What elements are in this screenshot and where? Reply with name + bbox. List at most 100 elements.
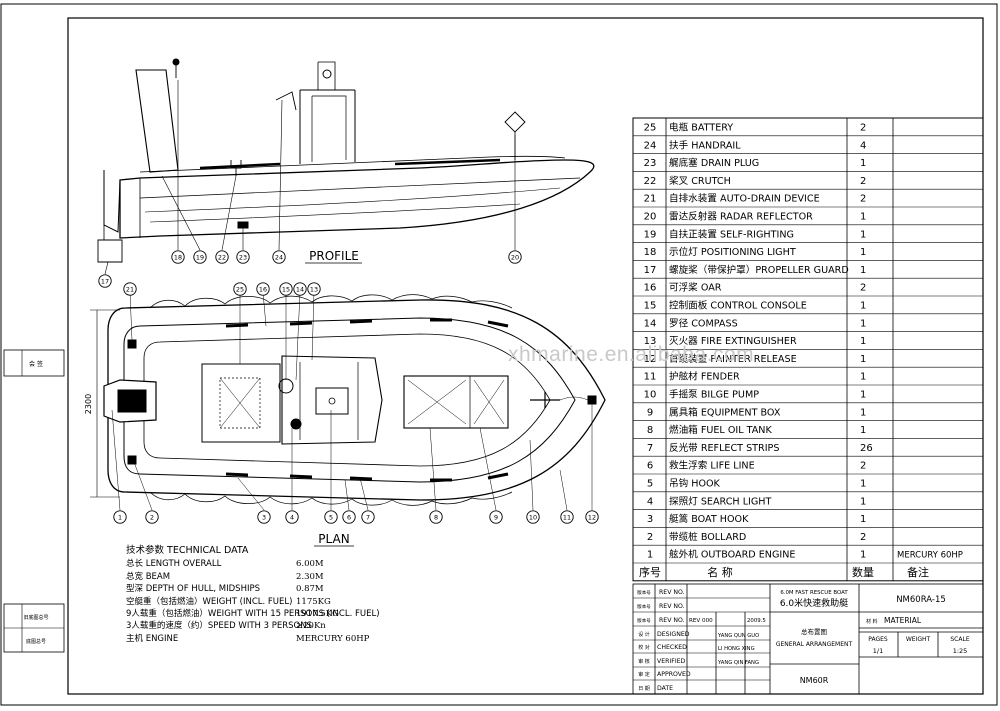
designer-name: YANG QUN GUO: [717, 633, 759, 639]
part-quantity: 1: [860, 336, 866, 347]
callout-number: 7: [366, 513, 370, 521]
callout-circle: [585, 510, 599, 524]
svg-text:审 核: 审 核: [638, 658, 650, 665]
part-name: 桨叉 CRUTCH: [669, 175, 731, 187]
part-quantity: 1: [860, 407, 866, 418]
part-number: 17: [644, 265, 657, 276]
part-number: 6: [647, 461, 653, 472]
scale-label: SCALE: [950, 636, 969, 643]
part-name: 螺旋桨（带保护罩）PROPELLER GUARD: [669, 264, 849, 276]
callout-circle: [193, 250, 207, 264]
part-name: 灭火器 FIRE EXTINGUISHER: [669, 336, 797, 347]
callout-number: 13: [310, 285, 318, 293]
svg-text:版本号: 版本号: [637, 589, 651, 596]
callout-number: 25: [236, 285, 244, 293]
part-number: 25: [644, 122, 657, 133]
part-number: 22: [644, 176, 657, 187]
callout-number: 9: [494, 513, 498, 521]
part-name: 首缆装置 PAINTER RELEASE: [669, 353, 797, 365]
parts-header-name: 名 称: [707, 565, 733, 579]
callout-circle: [171, 250, 185, 264]
part-quantity: 1: [860, 478, 866, 489]
callout-number: 22: [218, 253, 226, 261]
tech-row-label: 3人载重的速度（约）SPEED WITH 3 PERSONS: [126, 621, 312, 632]
callout-11: 11: [560, 510, 574, 524]
callout-circle: [293, 282, 307, 296]
part-name: 自排水装置 AUTO-DRAIN DEVICE: [669, 193, 820, 205]
callout-circle: [342, 510, 356, 524]
part-name: 救生浮索 LIFE LINE: [669, 460, 755, 472]
callout-number: 18: [174, 253, 182, 261]
svg-text:校 对: 校 对: [638, 644, 650, 651]
part-quantity: 1: [860, 158, 866, 169]
part-number: 4: [647, 496, 653, 507]
part-name: 扶手 HANDRAIL: [669, 139, 741, 151]
side-signature-block: 会 签 旧底图总号 底图总号: [3, 349, 65, 653]
callout-number: 14: [296, 285, 304, 293]
part-number: 5: [647, 478, 653, 489]
callout-number: 12: [588, 513, 596, 521]
callout-number: 16: [259, 285, 267, 293]
part-number: 12: [644, 354, 657, 365]
callout-4: 4: [285, 510, 299, 524]
callout-circle: [526, 510, 540, 524]
part-number: 14: [644, 318, 657, 329]
svg-text:设 计: 设 计: [638, 631, 650, 638]
part-number: 16: [644, 283, 657, 294]
part-name: 燃油箱 FUEL OIL TANK: [669, 424, 772, 436]
callout-15: 15: [279, 282, 293, 296]
callout-7: 7: [361, 510, 375, 524]
part-name: 雷达反射器 RADAR REFLECTOR: [669, 210, 813, 222]
part-note: MERCURY 60HP: [897, 551, 963, 561]
part-quantity: 1: [860, 514, 866, 525]
callout-circle: [145, 510, 159, 524]
part-quantity: 1: [860, 229, 866, 240]
callout-8: 8: [429, 510, 443, 524]
part-name: 可浮桨 OAR: [669, 282, 722, 294]
part-number: 13: [644, 336, 657, 347]
boat-name-cn: 6.0米快速救助艇: [780, 597, 848, 609]
callout-circle: [489, 510, 503, 524]
part-quantity: 2: [860, 176, 866, 187]
callout-circle: [560, 510, 574, 524]
checker-name: LI HONG XING: [718, 646, 755, 652]
svg-text:审 定: 审 定: [638, 671, 650, 678]
part-quantity: 1: [860, 425, 866, 436]
callout-number: 10: [529, 513, 537, 521]
rev-date: 2009.5: [747, 618, 766, 624]
drawing-name-cn: 总布置图: [801, 627, 827, 636]
part-quantity: 1: [860, 550, 866, 561]
callout-24: 24: [272, 250, 286, 264]
callout-2: 2: [145, 510, 159, 524]
part-name: 控制面板 CONTROL CONSOLE: [669, 299, 807, 311]
tech-row: 9人载重（包括燃油）WEIGHT WITH 15 PERSONS (INCL. …: [126, 608, 380, 620]
callout-number: 20: [511, 253, 519, 261]
part-name: 属具箱 EQUIPMENT BOX: [669, 406, 781, 418]
tech-row-value: ≥20Kn: [296, 621, 326, 632]
approved-label: APPROVED: [657, 671, 691, 678]
title-block-text: 版本号 版本号 版本号 设 计 校 对 审 核 审 定 日 期 REV NO. …: [637, 589, 970, 692]
parts-header-quantity: 数量: [852, 566, 874, 579]
tech-row: 3人载重的速度（约）SPEED WITH 3 PERSONS≥20Kn: [126, 620, 369, 632]
part-name: 示位灯 POSITIONING LIGHT: [669, 246, 796, 258]
plan-view: [90, 291, 606, 511]
rev-label-3: REV NO.: [659, 617, 685, 624]
callout-14: 14: [293, 282, 307, 296]
tech-row-label: 总长 LENGTH OVERALL: [126, 559, 222, 570]
title-block: [632, 583, 984, 695]
weight-label: WEIGHT: [906, 636, 931, 643]
part-name: 护舷材 FENDER: [669, 371, 740, 383]
part-quantity: 1: [860, 372, 866, 383]
